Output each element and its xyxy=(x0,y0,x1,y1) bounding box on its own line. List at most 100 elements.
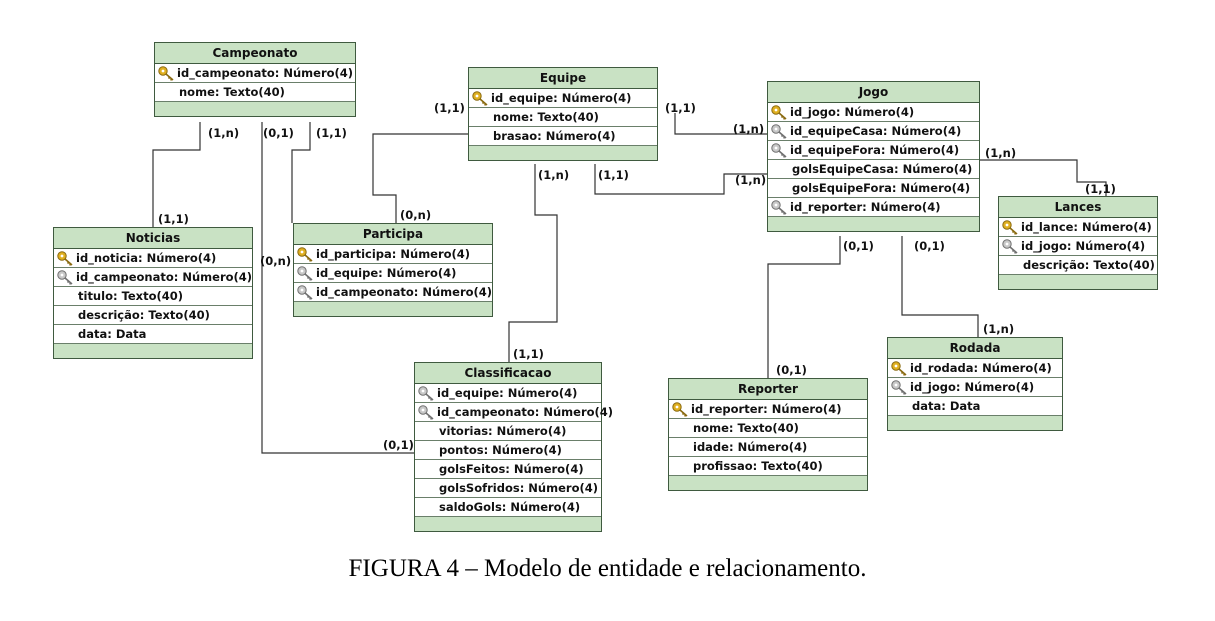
field-label: id_participa: Número(4) xyxy=(316,247,471,261)
field-row: nome: Texto(40) xyxy=(669,419,867,438)
entity-reporter[interactable]: Reporter id_reporter: Número(4) nome: Te… xyxy=(668,378,868,491)
field-label: id_campeonato: Número(4) xyxy=(177,66,354,80)
cardinality-label: (1,n) xyxy=(735,173,767,187)
field-row: data: Data xyxy=(888,397,1062,416)
field-row: golsFeitos: Número(4) xyxy=(415,460,601,479)
rel-campeonato-classificacao xyxy=(261,122,414,454)
primary-key-icon xyxy=(158,66,174,81)
field-row: descrição: Texto(40) xyxy=(999,256,1157,275)
primary-key-icon xyxy=(57,251,73,266)
entity-lances[interactable]: Lances id_lance: Número(4) id_jogo: Núme… xyxy=(998,196,1158,290)
field-row: saldoGols: Número(4) xyxy=(415,498,601,517)
primary-key-icon xyxy=(472,91,488,106)
field-row: nome: Texto(40) xyxy=(155,83,355,102)
entity-title: Lances xyxy=(999,197,1157,218)
cardinality-label: (1,1) xyxy=(1085,182,1116,196)
entity-footer xyxy=(999,275,1157,289)
entity-title: Noticias xyxy=(54,228,252,249)
rel-campeonato-participa xyxy=(291,122,311,223)
primary-key-icon xyxy=(891,361,907,376)
entity-noticias[interactable]: Noticias id_noticia: Número(4) id_campeo… xyxy=(53,227,253,359)
field-label: idade: Número(4) xyxy=(693,440,808,454)
foreign-key-icon xyxy=(57,270,73,285)
field-row: titulo: Texto(40) xyxy=(54,287,252,306)
field-label: id_rodada: Número(4) xyxy=(910,361,1052,375)
entity-title: Jogo xyxy=(768,82,979,103)
field-row: id_equipe: Número(4) xyxy=(294,264,492,283)
field-label: titulo: Texto(40) xyxy=(78,289,184,303)
field-label: golsSofridos: Número(4) xyxy=(439,481,598,495)
cardinality-label: (0,1) xyxy=(843,239,874,253)
entity-title: Participa xyxy=(294,224,492,245)
cardinality-label: (1,1) xyxy=(598,168,629,182)
field-row: id_equipe: Número(4) xyxy=(469,89,657,108)
field-label: id_noticia: Número(4) xyxy=(76,251,217,265)
field-row: id_noticia: Número(4) xyxy=(54,249,252,268)
entity-classificacao[interactable]: Classificacao id_equipe: Número(4) id_ca… xyxy=(414,362,613,532)
field-row: golsEquipeCasa: Número(4) xyxy=(768,160,979,179)
entity-campeonato[interactable]: Campeonato id_campeonato: Número(4) nome… xyxy=(154,42,356,117)
entity-title: Equipe xyxy=(469,68,657,89)
field-label: id_reporter: Número(4) xyxy=(790,200,941,214)
field-row: id_campeonato: Número(4) xyxy=(415,403,613,422)
entity-equipe[interactable]: Equipe id_equipe: Número(4) nome: Texto(… xyxy=(468,67,658,161)
field-row: id_equipeCasa: Número(4) xyxy=(768,122,979,141)
field-label: saldoGols: Número(4) xyxy=(439,500,581,514)
cardinality-label: (1,1) xyxy=(434,101,465,115)
entity-participa[interactable]: Participa id_participa: Número(4) id_equ… xyxy=(293,223,493,317)
field-label: nome: Texto(40) xyxy=(179,85,285,99)
entity-rodada[interactable]: Rodada id_rodada: Número(4) id_jogo: Núm… xyxy=(887,337,1063,431)
field-label: descrição: Texto(40) xyxy=(1023,258,1155,272)
entity-footer xyxy=(888,416,1062,430)
primary-key-icon xyxy=(672,402,688,417)
cardinality-label: (1,n) xyxy=(538,168,570,182)
entity-jogo[interactable]: Jogo id_jogo: Número(4) id_equipeCasa: N… xyxy=(767,81,980,232)
field-row: nome: Texto(40) xyxy=(469,108,657,127)
foreign-key-icon xyxy=(297,285,313,300)
entity-footer xyxy=(294,302,492,316)
cardinality-label: (1,n) xyxy=(985,146,1017,160)
primary-key-icon xyxy=(1002,220,1018,235)
foreign-key-icon xyxy=(297,266,313,281)
field-label: id_jogo: Número(4) xyxy=(790,105,915,119)
rel-equipe-classificacao xyxy=(508,164,558,362)
field-row: id_campeonato: Número(4) xyxy=(294,283,492,302)
rel-jogo-reporter xyxy=(767,236,841,378)
entity-title: Campeonato xyxy=(155,43,355,64)
cardinality-label: (1,n) xyxy=(733,122,765,136)
entity-title: Reporter xyxy=(669,379,867,400)
entity-footer xyxy=(469,146,657,160)
rel-equipe-participa xyxy=(372,133,468,223)
cardinality-label: (0,n) xyxy=(260,254,292,268)
foreign-key-icon xyxy=(1002,239,1018,254)
field-label: pontos: Número(4) xyxy=(439,443,562,457)
field-label: id_reporter: Número(4) xyxy=(691,402,842,416)
field-row: id_campeonato: Número(4) xyxy=(54,268,252,287)
field-row: id_jogo: Número(4) xyxy=(768,103,979,122)
field-label: profissao: Texto(40) xyxy=(693,459,823,473)
foreign-key-icon xyxy=(771,143,787,158)
cardinality-label: (1,1) xyxy=(316,126,347,140)
cardinality-label: (0,1) xyxy=(914,239,945,253)
field-label: data: Data xyxy=(912,399,981,413)
foreign-key-icon xyxy=(891,380,907,395)
field-label: id_equipeFora: Número(4) xyxy=(790,143,960,157)
field-row: brasao: Número(4) xyxy=(469,127,657,146)
foreign-key-icon xyxy=(771,200,787,215)
field-label: vitorias: Número(4) xyxy=(439,424,567,438)
field-row: pontos: Número(4) xyxy=(415,441,601,460)
field-label: nome: Texto(40) xyxy=(693,421,799,435)
field-row: id_reporter: Número(4) xyxy=(768,198,979,217)
field-row: id_reporter: Número(4) xyxy=(669,400,867,419)
field-row: id_equipeFora: Número(4) xyxy=(768,141,979,160)
field-row: data: Data xyxy=(54,325,252,344)
field-row: profissao: Texto(40) xyxy=(669,457,867,476)
field-row: id_participa: Número(4) xyxy=(294,245,492,264)
entity-footer xyxy=(768,217,979,231)
field-label: brasao: Número(4) xyxy=(493,129,616,143)
entity-footer xyxy=(54,344,252,358)
field-label: id_equipe: Número(4) xyxy=(437,386,578,400)
field-label: id_equipe: Número(4) xyxy=(491,91,632,105)
field-label: golsFeitos: Número(4) xyxy=(439,462,584,476)
